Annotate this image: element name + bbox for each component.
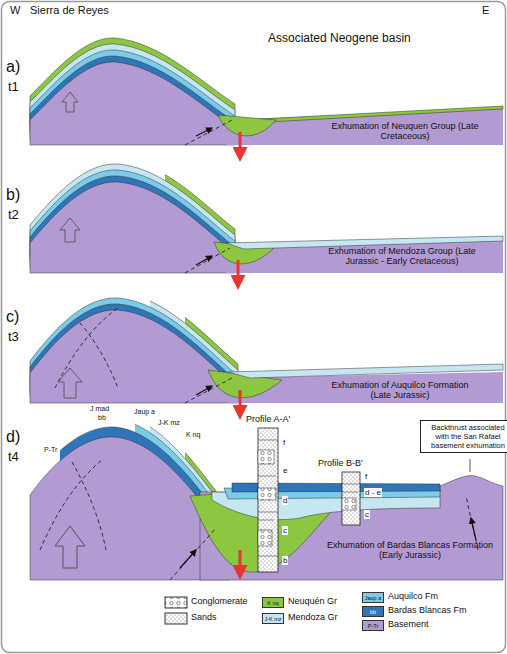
conglomerate-swatch bbox=[165, 597, 187, 608]
legend-text: Basement bbox=[388, 619, 429, 629]
stage-caption: Exhumation of Mendoza Group (Late Jurass… bbox=[312, 246, 492, 267]
column-letter: c bbox=[364, 510, 370, 519]
panel-t2 bbox=[30, 158, 503, 284]
time-label: t2 bbox=[8, 208, 19, 223]
direction-label: W bbox=[10, 4, 20, 17]
panel-letter: a) bbox=[6, 58, 20, 76]
legend-text: Conglomerate bbox=[191, 596, 248, 606]
profile-label: Profile A-A' bbox=[246, 414, 290, 424]
unit-label: J mad bbox=[90, 405, 109, 413]
swatch-code: P-Tr bbox=[362, 621, 384, 631]
callout-leader bbox=[470, 459, 471, 472]
unit-label: bb bbox=[98, 414, 106, 422]
location-label: Sierra de Reyes bbox=[30, 4, 109, 17]
column-letter: e bbox=[282, 466, 288, 475]
column-letter: f bbox=[364, 472, 368, 481]
basin-label: Associated Neogene basin bbox=[268, 32, 411, 46]
callout-text: Backthrust associated with the San Rafae… bbox=[424, 423, 507, 450]
swatch-code: J-K mz bbox=[262, 614, 284, 624]
unit-label: P-Tr bbox=[44, 446, 57, 454]
column-letter: d bbox=[282, 496, 288, 505]
unit-label: Jaup a bbox=[134, 408, 155, 416]
profile-label: Profile B-B' bbox=[318, 458, 363, 468]
profile-column-b bbox=[342, 472, 360, 525]
time-label: t3 bbox=[8, 330, 19, 345]
direction-label: E bbox=[482, 4, 489, 17]
panel-t1 bbox=[30, 38, 503, 156]
time-label: t4 bbox=[8, 450, 19, 465]
swatch-code: bb bbox=[362, 607, 384, 617]
panel-letter: b) bbox=[6, 186, 20, 204]
unit-label: K nq bbox=[186, 431, 200, 439]
panel-t3 bbox=[30, 286, 503, 414]
legend-text: Neuquén Gr bbox=[288, 596, 337, 606]
legend-text: Sands bbox=[191, 612, 217, 622]
legend-text: Mendoza Gr bbox=[288, 612, 338, 622]
sand-swatch bbox=[165, 613, 187, 624]
column-letter: d - e bbox=[364, 488, 382, 497]
column-letter: c bbox=[282, 526, 288, 535]
time-label: t1 bbox=[8, 80, 19, 95]
panel-letter: c) bbox=[6, 308, 19, 326]
panel-letter: d) bbox=[6, 428, 20, 446]
stage-caption: Exhumation of Auquilco Formation (Late J… bbox=[320, 380, 480, 401]
callout-box: Backthrust associated with the San Rafae… bbox=[420, 420, 507, 453]
unit-label: J-K mz bbox=[158, 419, 180, 427]
stage-caption: Exhumation of Neuquen Group (Late Cretac… bbox=[325, 121, 485, 142]
swatch-code: Jaup a bbox=[362, 593, 384, 603]
legend-text: Auquilco Fm bbox=[388, 591, 438, 601]
legend-text: Bardas Blancas Fm bbox=[388, 605, 467, 615]
column-letter: f bbox=[282, 438, 286, 447]
swatch-code: K nq bbox=[262, 598, 284, 608]
column-letter: b bbox=[282, 556, 288, 565]
stage-caption: Exhumation of Bardas Blancas Formation (… bbox=[325, 540, 495, 561]
profile-column-a bbox=[258, 428, 278, 572]
